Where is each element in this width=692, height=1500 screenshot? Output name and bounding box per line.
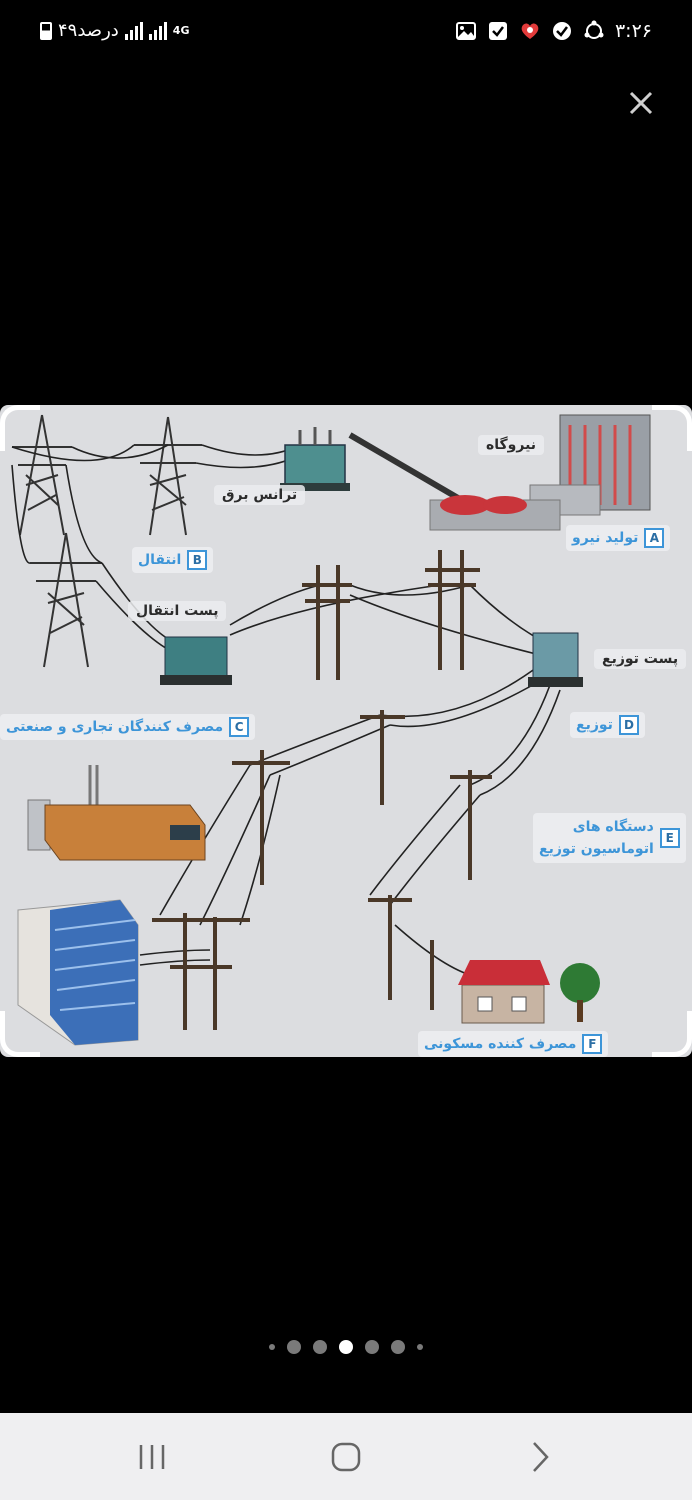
stage-letter-f: F (582, 1034, 603, 1054)
factory (27, 765, 206, 861)
transmission-tower (134, 416, 202, 536)
house (458, 960, 550, 1024)
utility-poles (152, 550, 492, 1030)
stage-text-line: دستگاه های (572, 819, 654, 835)
stage-letter-d: D (618, 715, 639, 735)
stage-text: مصرف کننده مسکونی (424, 1036, 577, 1052)
home-button[interactable] (316, 1439, 376, 1475)
signal-icon (148, 21, 167, 40)
stage-text-line: اتوماسیون توزیع (539, 841, 654, 857)
stage-e-automation: E دستگاه های اتوماسیون توزیع (533, 813, 686, 863)
network-4g-icon: 4G (172, 23, 190, 37)
back-icon (533, 1442, 549, 1472)
page-dot[interactable] (269, 1344, 275, 1350)
home-icon (331, 1442, 361, 1472)
stage-d-distribution: D توزیع (570, 712, 645, 738)
stage-text: توزیع (576, 717, 613, 733)
distribution-transformer (528, 632, 583, 687)
label-transformer: ترانس برق (214, 485, 306, 505)
crop-corner[interactable] (0, 1011, 40, 1057)
busbar (348, 432, 472, 508)
stage-b-transmission: B انتقال (132, 547, 214, 573)
stage-letter-c: C (229, 717, 250, 737)
crop-corner[interactable] (652, 1011, 692, 1057)
page-dot[interactable] (391, 1340, 405, 1354)
page-dot[interactable] (287, 1340, 301, 1354)
page-indicator (0, 1337, 692, 1357)
navigation-bar (0, 1413, 692, 1500)
signal-icon (124, 21, 143, 40)
back-button[interactable] (510, 1439, 570, 1475)
status-bar: ۴۹درصد 4G ۳:۲۶ (0, 0, 692, 64)
office-building (17, 899, 139, 1046)
stage-letter-e: E (659, 828, 680, 848)
label-distribution-substation: پست توزیع (594, 649, 687, 669)
tree (560, 963, 600, 1022)
close-icon (629, 91, 653, 115)
stage-text: انتقال (138, 552, 182, 568)
check-icon (487, 20, 509, 42)
stage-letter-a: A (644, 528, 665, 548)
page-dot[interactable] (313, 1340, 327, 1354)
sync-icon (583, 20, 605, 42)
stage-c-commercial: C مصرف کنندگان تجاری و صنعتی (0, 714, 256, 740)
status-left: ۴۹درصد 4G (40, 20, 189, 41)
substation-transformer (160, 636, 232, 685)
recent-apps-icon (139, 1445, 165, 1469)
power-grid-diagram (11, 414, 651, 1046)
app-icon (519, 20, 541, 42)
page-dot[interactable] (417, 1344, 423, 1350)
stage-letter-b: B (187, 550, 208, 570)
transmission-tower (30, 532, 102, 668)
page-dot[interactable] (365, 1340, 379, 1354)
label-transmission-substation: پست انتقال (128, 601, 227, 621)
close-button[interactable] (620, 82, 662, 124)
crop-corner[interactable] (0, 405, 40, 451)
stage-a-generation: A تولید نیرو (566, 525, 671, 551)
displayed-image[interactable]: نیروگاه ترانس برق پست انتقال پست توزیع A… (0, 405, 692, 1057)
power-plant (429, 414, 651, 531)
stage-text: دستگاه های اتوماسیون توزیع (539, 816, 654, 860)
transformer (280, 427, 350, 491)
page-dot-active[interactable] (339, 1340, 353, 1354)
gallery-icon (455, 20, 477, 42)
shield-check-icon (551, 20, 573, 42)
transmission-tower (12, 414, 72, 536)
label-power-plant: نیروگاه (478, 435, 545, 455)
crop-corner[interactable] (652, 405, 692, 451)
clock: ۳:۲۶ (614, 20, 652, 42)
status-right: ۳:۲۶ (455, 20, 652, 42)
battery-percent: ۴۹درصد (58, 20, 119, 41)
recent-apps-button[interactable] (122, 1439, 182, 1475)
stage-text: تولید نیرو (572, 530, 639, 546)
battery-icon (40, 21, 52, 40)
stage-f-residential: F مصرف کننده مسکونی (418, 1031, 609, 1057)
stage-text: مصرف کنندگان تجاری و صنعتی (6, 719, 224, 735)
